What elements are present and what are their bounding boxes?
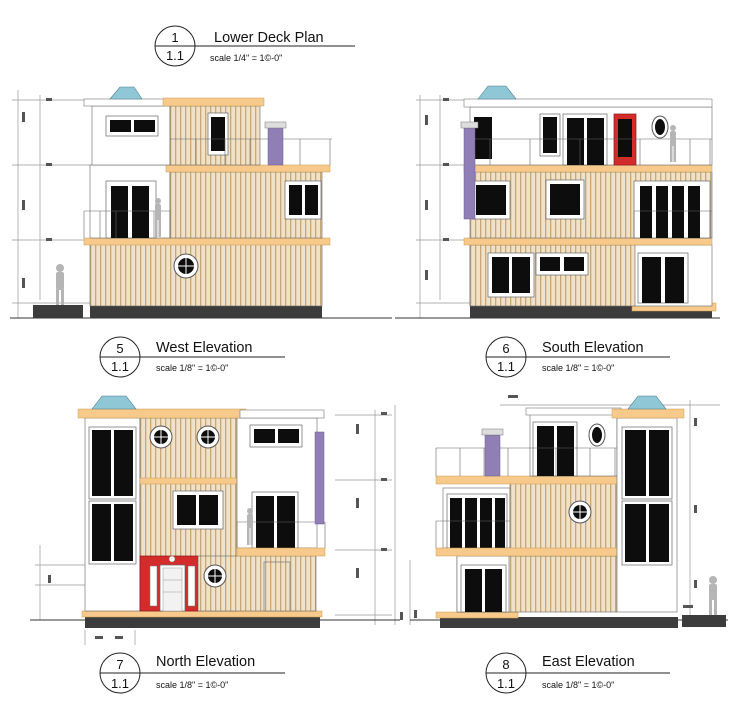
deck-trim — [165, 164, 331, 173]
title-block-lower-deck-plan: 1 1.1 Lower Deck Plan scale 1/4" = 1©-0" — [154, 25, 355, 67]
sheet-number: 1.1 — [497, 359, 515, 374]
roof-edge — [525, 407, 622, 416]
title-block-north-elevation: 7 1.1 North Elevation scale 1/8" = 1©-0" — [99, 652, 285, 694]
roof-trim — [162, 97, 265, 107]
roof-trim — [611, 408, 685, 419]
window — [474, 117, 492, 159]
dimension-ticks — [48, 412, 403, 639]
drawing-title: South Elevation — [542, 340, 644, 356]
foundation-block — [682, 615, 726, 627]
sheet-number: 1.1 — [111, 359, 129, 374]
dimension-ticks — [425, 98, 449, 280]
deck-trim — [139, 477, 241, 485]
foundation-slab — [440, 617, 678, 628]
step — [435, 611, 519, 619]
deck-trim — [463, 237, 713, 246]
person-figure — [247, 508, 253, 545]
roof-edge — [463, 98, 713, 108]
utility-door — [263, 561, 291, 612]
drawing-scale: scale 1/8" = 1©-0" — [156, 363, 228, 373]
dimension-ticks — [414, 395, 697, 618]
skylight — [627, 395, 667, 410]
deck-trim — [83, 237, 331, 246]
drawing-scale: scale 1/8" = 1©-0" — [542, 363, 614, 373]
deck-trim — [236, 547, 326, 557]
deck-trim — [435, 547, 621, 557]
chimney-cap — [460, 121, 479, 129]
skylight — [109, 86, 143, 100]
skylight — [477, 85, 517, 100]
foundation-block — [33, 305, 83, 318]
north-elevation-drawing — [30, 395, 403, 645]
south-elevation-drawing — [395, 85, 720, 319]
railing — [435, 447, 617, 476]
person-figure — [56, 264, 64, 305]
skylight — [91, 395, 137, 410]
chimney — [267, 126, 284, 166]
deck-trim — [81, 610, 323, 618]
drawing-number: 8 — [502, 657, 509, 672]
railing — [435, 520, 510, 548]
drawing-scale: scale 1/8" = 1©-0" — [542, 680, 614, 690]
dimension-lines — [416, 95, 470, 318]
chimney — [463, 127, 476, 220]
drawing-number: 6 — [502, 341, 509, 356]
mid-siding — [509, 482, 618, 557]
drawing-number: 1 — [171, 30, 178, 45]
deck-trim — [435, 475, 621, 485]
drawing-number: 5 — [116, 341, 123, 356]
east-elevation-drawing — [409, 395, 728, 628]
chimney — [314, 431, 325, 525]
drawing-title: North Elevation — [156, 654, 255, 670]
dimension-lines — [409, 400, 720, 625]
chimney-cap — [481, 428, 504, 436]
roof-edge — [239, 409, 325, 419]
chimney-cap — [264, 121, 287, 129]
railing — [464, 210, 712, 238]
person-figure — [155, 198, 161, 237]
foundation-slab — [90, 306, 322, 318]
sheet-number: 1.1 — [111, 676, 129, 691]
title-block-west-elevation: 5 1.1 West Elevation scale 1/8" = 1©-0" — [99, 336, 285, 378]
drawing-title: West Elevation — [156, 340, 252, 356]
dimension-ticks — [22, 98, 52, 288]
title-block-south-elevation: 6 1.1 South Elevation scale 1/8" = 1©-0" — [485, 336, 670, 378]
roof-edge — [83, 98, 175, 107]
drawing-title: Lower Deck Plan — [214, 30, 324, 46]
drawing-scale: scale 1/8" = 1©-0" — [156, 680, 228, 690]
sheet-number: 1.1 — [497, 676, 515, 691]
lower-level-siding — [89, 243, 323, 307]
person-figure — [670, 125, 676, 162]
foundation-slab — [85, 616, 320, 628]
chimney — [484, 434, 501, 477]
west-elevation-drawing — [10, 86, 392, 319]
railing — [170, 138, 332, 165]
sheet-number: 1.1 — [166, 48, 184, 63]
drawing-title: East Elevation — [542, 654, 635, 670]
drawing-number: 7 — [116, 657, 123, 672]
title-block-east-elevation: 8 1.1 East Elevation scale 1/8" = 1©-0" — [485, 652, 670, 694]
deck-trim — [463, 164, 713, 173]
person-figure — [709, 576, 717, 615]
drawing-scale: scale 1/4" = 1©-0" — [210, 53, 282, 63]
roof-trim — [77, 408, 247, 419]
